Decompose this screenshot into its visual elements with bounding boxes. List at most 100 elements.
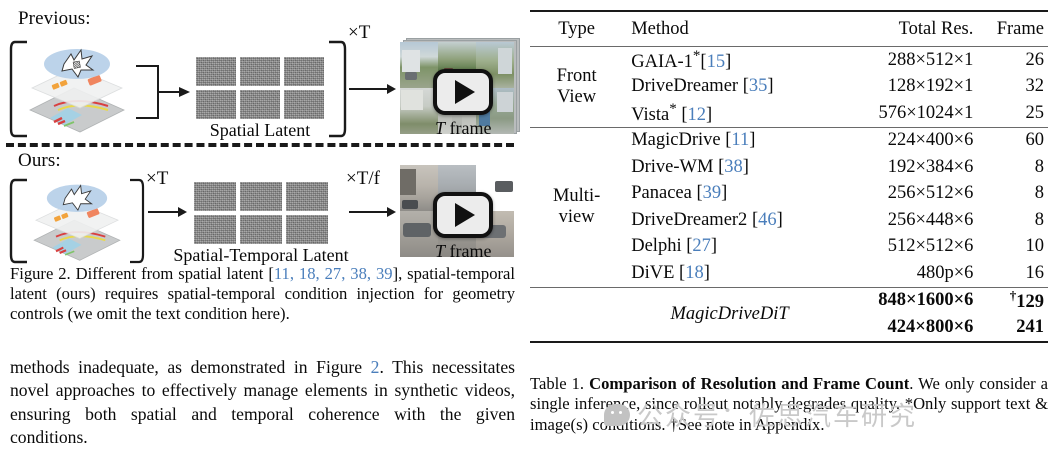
cell-method: GAIA-1*[15] xyxy=(623,46,836,74)
play-icon[interactable] xyxy=(433,192,493,238)
camera-view xyxy=(400,88,438,134)
play-icon[interactable] xyxy=(433,69,493,115)
cell-frame: 10 xyxy=(1025,236,1045,257)
previous-arrow-head xyxy=(387,83,396,94)
bev-condition-illustration-previous: ▨ xyxy=(24,44,130,141)
previous-right-bracket xyxy=(326,40,348,138)
ours-multiplier-left-label: ×T xyxy=(146,168,169,189)
cell-frame: 26 xyxy=(973,46,1048,74)
col-header-total-res: Total Res. xyxy=(835,10,974,47)
camera-view xyxy=(400,165,438,211)
table-caption-rest: . We only consider a single inference, s… xyxy=(530,374,1049,434)
previous-t-frame-label: T frame xyxy=(435,118,492,138)
citation-link[interactable]: 46 xyxy=(758,209,777,230)
cell-frame: 8 xyxy=(1034,183,1044,204)
table-row[interactable]: Panacea [39] 256×512×6 8 xyxy=(530,181,1048,208)
table-row[interactable]: DriveDreamer [35] 128×192×1 32 xyxy=(530,74,1048,101)
table-row[interactable]: Multi- view MagicDrive [11] 224×400×6 60 xyxy=(530,126,1048,287)
cell-method: Vista* [12] xyxy=(631,100,713,125)
col-header-type: Type xyxy=(530,10,624,47)
play-triangle xyxy=(455,80,475,104)
resolution-frame-table: Type Method Total Res. Frame Front View … xyxy=(530,10,1048,344)
spatial-temporal-latent-grid xyxy=(194,182,328,244)
svg-text:▨: ▨ xyxy=(72,58,82,69)
ours-video-thumbnail[interactable] xyxy=(400,165,514,257)
table-header-row: Type Method Total Res. Frame xyxy=(530,10,1048,47)
group-label-line1: Front xyxy=(556,65,597,86)
camera-view xyxy=(400,42,438,88)
latent-cell xyxy=(194,182,236,211)
table-row[interactable]: Front View GAIA-1*[15] 288×512×1 26 xyxy=(530,46,1048,127)
table-column: Type Method Total Res. Frame Front View … xyxy=(524,0,1054,452)
table-row[interactable]: DriveDreamer2 [46] 256×448×6 8 xyxy=(530,207,1048,234)
cell-total-res: 480p×6 xyxy=(916,262,974,283)
table-row[interactable]: DiVE [18] 480p×6 16 xyxy=(530,260,1048,287)
col-header-method: Method xyxy=(623,10,836,47)
latent-cell xyxy=(286,215,328,244)
table-caption-title: Comparison of Resolution and Frame Count xyxy=(589,374,910,393)
latent-cell xyxy=(240,182,282,211)
cell-method: DriveDreamer2 [46] xyxy=(631,209,783,230)
body-text-part2: . This necessitates novel approaches to … xyxy=(10,357,516,448)
cell-total-res: 288×512×1 xyxy=(835,46,974,74)
spatial-latent-grid xyxy=(196,57,324,119)
table-row[interactable]: Vista* [12] 576×1024×1 25 xyxy=(530,100,1048,127)
figure-caption-rest: ], spatial-temporal latent (ours) requir… xyxy=(10,264,515,324)
previous-multiplier-label: ×T xyxy=(348,22,371,43)
body-figure-reference[interactable]: 2 xyxy=(370,357,380,377)
ours-arrow-2 xyxy=(349,211,387,213)
star-marker: * xyxy=(669,100,677,117)
table-row-ours[interactable]: MagicDriveDiT 848×1600×6 †129 xyxy=(530,286,1048,342)
group-label-line2: View xyxy=(557,86,597,107)
citation-link[interactable]: 38 xyxy=(724,156,743,177)
ours-arrow-2-head xyxy=(387,206,396,217)
figure-caption-citations[interactable]: 11, 18, 27, 38, 39 xyxy=(273,264,393,283)
latent-cell xyxy=(286,182,328,211)
cell-total-res: 256×448×6 xyxy=(887,209,974,230)
cell-total-res-ours: 848×1600×6 xyxy=(835,286,974,314)
cell-method: Panacea [39] xyxy=(631,183,728,204)
cell-total-res: 192×384×6 xyxy=(887,156,974,177)
spatial-temporal-latent-caption: Spatial-Temporal Latent xyxy=(173,245,349,265)
cell-method-ours: MagicDriveDiT xyxy=(623,286,836,342)
cell-total-res: 512×512×6 xyxy=(887,236,974,257)
citation-link[interactable]: 11 xyxy=(731,130,750,151)
table-row-ours[interactable]: 424×800×6 241 xyxy=(530,314,1048,342)
citation-link[interactable]: 39 xyxy=(702,183,722,204)
camera-view xyxy=(400,211,438,257)
table-caption-prefix: Table 1. xyxy=(530,374,590,393)
table-row[interactable]: Delphi [27] 512×512×6 10 xyxy=(530,234,1048,261)
cell-method: DiVE [18] xyxy=(631,262,710,283)
cell-frame: 25 xyxy=(1025,102,1045,123)
play-triangle xyxy=(455,203,475,227)
citation-link[interactable]: 12 xyxy=(687,104,706,125)
citation-link[interactable]: 35 xyxy=(748,76,768,97)
cell-frame-ours: †129 xyxy=(973,286,1048,314)
previous-connector xyxy=(136,60,192,129)
latent-cell xyxy=(196,57,236,86)
latent-cell xyxy=(196,90,236,119)
cell-frame: 32 xyxy=(1025,76,1045,97)
ours-multiplier-right-label: ×T/f xyxy=(346,168,380,189)
body-paragraph: methods inadequate, as demonstrated in F… xyxy=(10,356,515,450)
ours-condition-right-bracket xyxy=(128,178,146,264)
cell-type-empty xyxy=(530,286,624,314)
group-label-line2: view xyxy=(558,207,595,227)
group-label-multi-view: Multi- view xyxy=(530,126,624,287)
table-bottom-rule xyxy=(530,340,1048,344)
latent-cell xyxy=(240,215,282,244)
col-header-frame: Frame xyxy=(973,10,1048,47)
latent-cell xyxy=(194,215,236,244)
figure-column: Previous: xyxy=(0,0,520,452)
figure-ours-label: Ours: xyxy=(18,150,61,171)
citation-link[interactable]: 27 xyxy=(692,236,711,257)
cell-total-res: 256×512×6 xyxy=(887,183,974,204)
citation-link[interactable]: 18 xyxy=(685,262,704,283)
cell-frame-ours: 241 xyxy=(1016,316,1044,337)
cell-frame: 16 xyxy=(1025,262,1045,283)
previous-video-thumbnail[interactable] xyxy=(400,42,514,134)
table-row[interactable]: Drive-WM [38] 192×384×6 8 xyxy=(530,154,1048,181)
figure-caption-lead: Figure 2. Different from spatial latent … xyxy=(10,264,274,283)
citation-link[interactable]: 15 xyxy=(706,51,726,72)
group-label-front-view: Front View xyxy=(530,46,624,127)
